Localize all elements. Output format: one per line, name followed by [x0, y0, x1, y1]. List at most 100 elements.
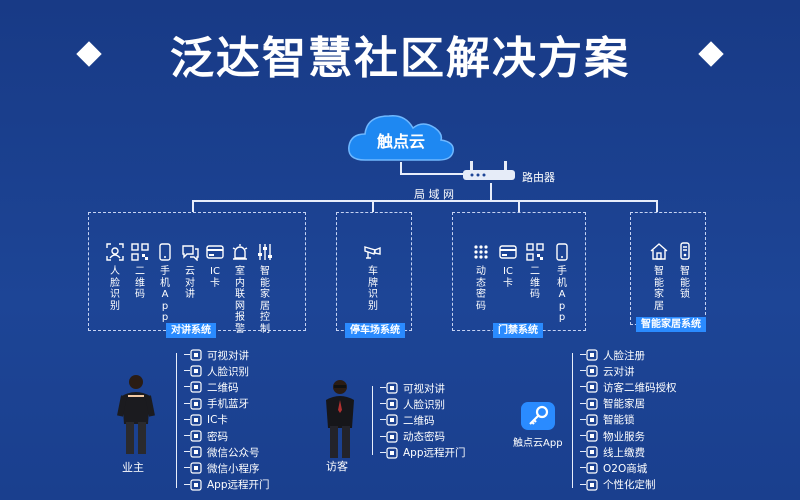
mobile-phone-icon — [159, 243, 171, 261]
bracket-tick — [184, 451, 190, 453]
smarthome-system-box — [630, 212, 706, 325]
customize-icon — [586, 478, 598, 491]
visitor-feature-item: 动态密码 — [380, 429, 445, 445]
home-icon — [650, 243, 668, 260]
app-feature-item: 物业服务 — [580, 428, 645, 444]
keypad-icon — [474, 245, 488, 259]
smart-lock-icon — [586, 414, 598, 426]
visitor-qrcode-icon — [586, 381, 598, 393]
app-feature-label: 线上缴费 — [603, 446, 645, 459]
bracket-tick — [580, 483, 586, 485]
alarm-icon — [232, 244, 248, 260]
owner-feature-label: 微信公众号 — [207, 446, 260, 459]
owner-feature-item: App远程开门 — [184, 477, 270, 493]
owner-feature-label: 可视对讲 — [207, 349, 249, 362]
app-feature-label: O2O商城 — [603, 462, 648, 475]
face-icon — [386, 398, 398, 410]
visitor-feature-item: 人脸识别 — [380, 396, 445, 412]
bracket-tick — [580, 435, 586, 436]
intercom-item-cloud-talk: 云对讲 — [185, 266, 195, 300]
intercom-item-smarthome: 智能家居控制 — [260, 266, 270, 335]
app-bracket-line — [572, 353, 573, 488]
face-icon — [190, 365, 202, 377]
password-icon — [190, 430, 202, 442]
bracket-tick — [580, 386, 586, 388]
smart-home-icon — [586, 397, 598, 410]
video-intercom-icon — [386, 382, 398, 394]
cloud-drop-line — [400, 162, 402, 174]
smarthome-system-label: 智能家居系统 — [636, 317, 706, 332]
access-item-app: 手机App — [557, 266, 567, 323]
owner-bracket-line — [176, 353, 177, 488]
owner-feature-label: 密码 — [207, 430, 228, 443]
router-icon — [463, 161, 515, 180]
owner-feature-item: 微信公众号 — [184, 444, 260, 460]
visitor-avatar — [326, 380, 354, 458]
bracket-tick — [380, 435, 386, 437]
qrcode-icon — [526, 243, 544, 261]
app-feature-item: 智能锁 — [580, 412, 635, 428]
owner-feature-item: 密码 — [184, 428, 228, 444]
face-recognition-icon — [106, 243, 124, 261]
intercom-system-label: 对讲系统 — [166, 323, 216, 338]
router-label: 路由器 — [522, 171, 555, 184]
qrcode-icon — [131, 243, 149, 261]
access-item-qrcode: 二维码 — [530, 266, 540, 300]
app-feature-label: 物业服务 — [603, 430, 645, 443]
bracket-tick — [580, 402, 586, 404]
router-drop-line — [490, 183, 492, 201]
ic-card-icon — [206, 245, 224, 259]
app-label: 触点云App — [513, 438, 563, 449]
mobile-phone-icon — [556, 243, 568, 261]
owner-label: 业主 — [122, 461, 144, 474]
video-intercom-icon — [190, 349, 202, 361]
app-feature-label: 智能锁 — [603, 414, 635, 427]
lan-drop-access — [518, 200, 520, 212]
o2o-mall-icon — [586, 462, 598, 474]
cloud-label: 触点云 — [376, 132, 425, 151]
intercom-item-face: 人脸识别 — [110, 266, 120, 312]
qrcode-icon — [190, 381, 202, 393]
remote-unlock-icon — [190, 478, 202, 491]
bracket-tick — [580, 370, 586, 372]
owner-feature-label: 微信小程序 — [207, 462, 260, 475]
visitor-feature-label: App远程开门 — [403, 447, 466, 460]
face-register-icon — [586, 349, 598, 361]
bracket-tick — [184, 418, 190, 420]
bracket-tick — [184, 467, 190, 469]
cloud-icon — [348, 115, 454, 161]
owner-avatar — [117, 375, 155, 454]
qrcode-icon — [386, 414, 398, 426]
visitor-feature-label: 人脸识别 — [403, 398, 445, 411]
bracket-tick — [184, 435, 190, 436]
wechat-account-icon — [190, 446, 202, 458]
dynamic-password-icon — [386, 430, 398, 443]
app-feature-item: 个性化定制 — [580, 477, 656, 493]
remote-unlock-icon — [386, 447, 398, 459]
bracket-tick — [184, 402, 190, 404]
bracket-tick — [580, 418, 586, 420]
lan-drop-parking — [372, 200, 374, 212]
bracket-tick — [380, 387, 386, 388]
owner-feature-item: 人脸识别 — [184, 363, 249, 379]
bracket-tick — [184, 354, 190, 355]
visitor-label: 访客 — [326, 460, 348, 473]
lan-drop-smarthome — [656, 200, 658, 212]
lan-drop-intercom — [192, 200, 194, 212]
intercom-item-alarm: 室内联网报警 — [235, 266, 245, 335]
app-feature-label: 访客二维码授权 — [603, 381, 677, 394]
visitor-feature-label: 动态密码 — [403, 431, 445, 444]
app-feature-item: 云对讲 — [580, 363, 635, 379]
lan-label: 局 域 网 — [414, 188, 454, 201]
app-feature-label: 智能家居 — [603, 398, 645, 411]
access-item-dynamic-password: 动态密码 — [476, 266, 486, 312]
smarthome-item-home: 智能家居 — [654, 266, 664, 312]
app-feature-label: 云对讲 — [603, 365, 635, 378]
visitor-feature-item: 可视对讲 — [380, 380, 445, 396]
online-payment-icon — [586, 446, 598, 458]
visitor-feature-label: 二维码 — [403, 414, 435, 427]
app-feature-item: 线上缴费 — [580, 444, 645, 460]
bracket-tick — [184, 370, 190, 372]
owner-feature-item: 可视对讲 — [184, 347, 249, 363]
owner-feature-item: 二维码 — [184, 379, 239, 395]
